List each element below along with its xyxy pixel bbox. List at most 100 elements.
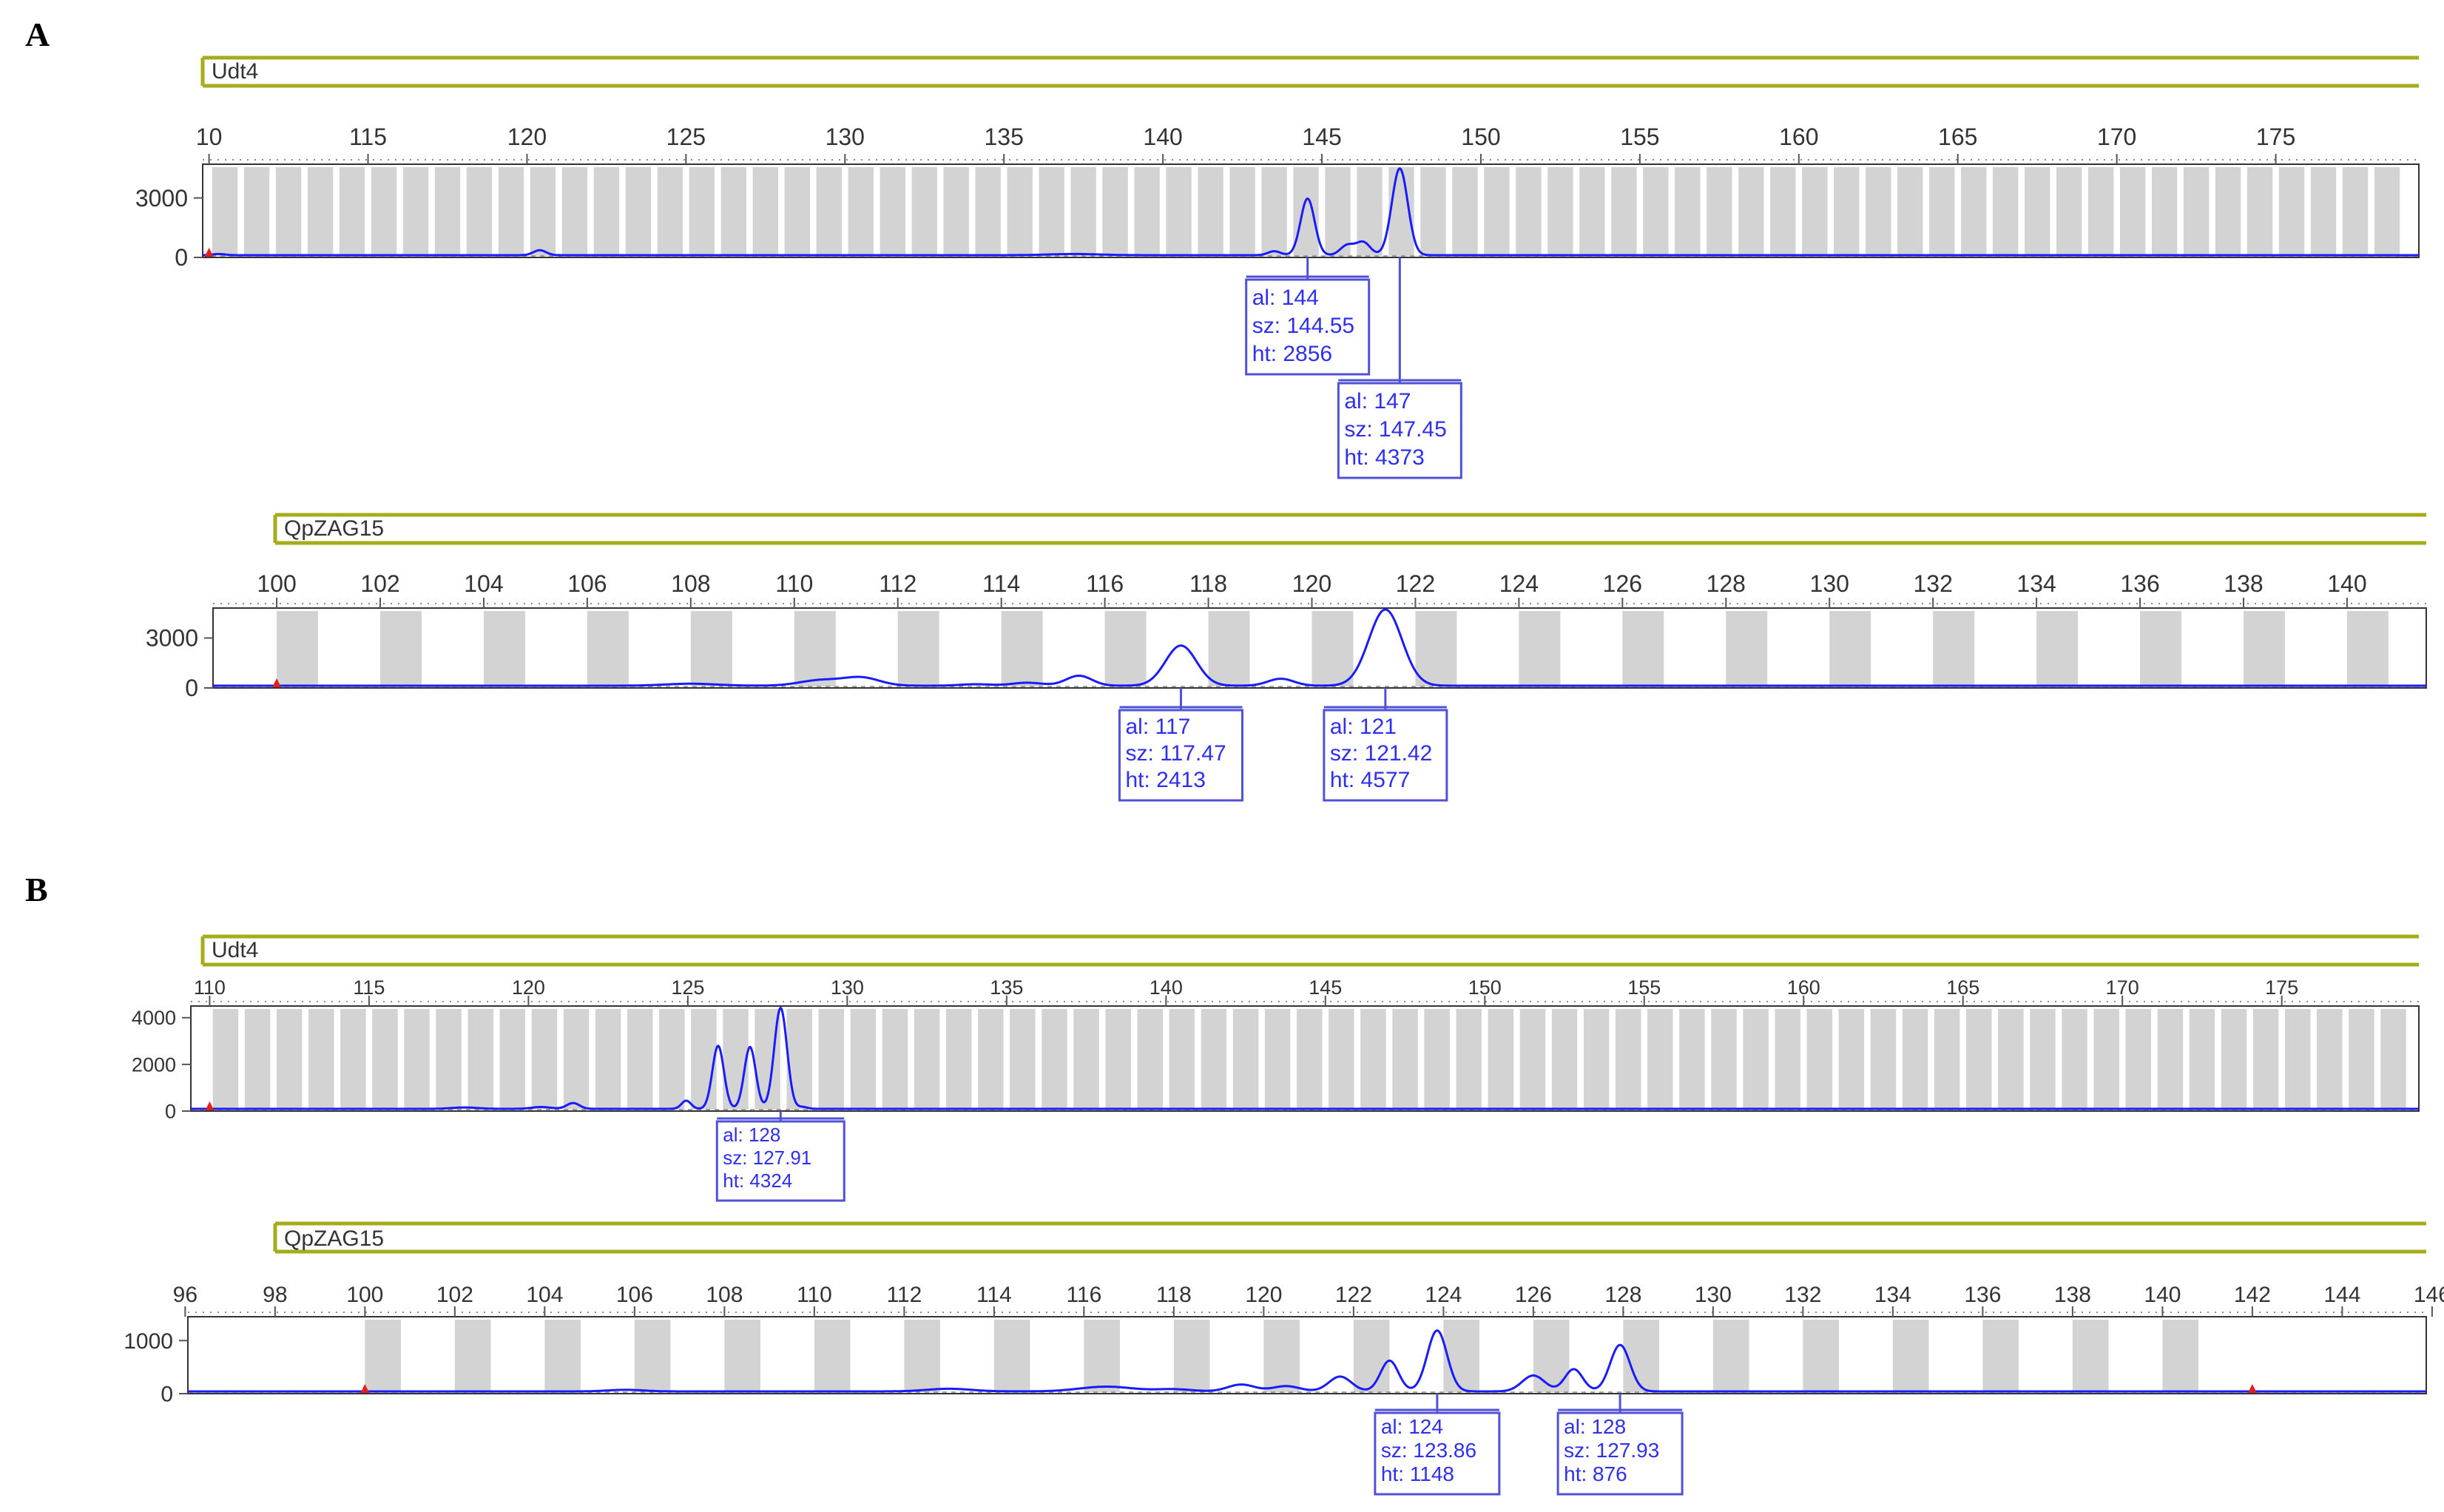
allele-bin	[1484, 167, 1510, 256]
signal-trace	[203, 167, 2419, 257]
allele-bin	[2140, 611, 2182, 686]
x-tick-label: 134	[1874, 1283, 1911, 1307]
x-tick-label: 142	[2234, 1283, 2271, 1307]
x-tick-label: 132	[1784, 1283, 1821, 1307]
allele-bin	[943, 167, 969, 256]
x-tick-label: 130	[1810, 570, 1849, 597]
allele-bin	[593, 167, 620, 256]
allele-bin	[434, 167, 461, 256]
allele-bin	[1679, 1009, 1705, 1110]
allele-bin	[1897, 167, 1923, 256]
allele-bin	[2346, 611, 2389, 686]
allele-label-box	[1118, 709, 1243, 802]
allele-bin	[1611, 167, 1637, 256]
allele-bin	[1929, 167, 1955, 256]
allele-bin	[1042, 1009, 1067, 1110]
x-tick-label: 102	[360, 570, 399, 597]
y-tick-label: 4000	[132, 1007, 176, 1029]
y-tick-label: 2000	[132, 1053, 176, 1076]
x-tick-label: 122	[1396, 570, 1435, 597]
allele-bin	[818, 1009, 845, 1110]
allele-bin	[1982, 1320, 2019, 1392]
allele-bin	[2342, 167, 2369, 256]
allele-bin	[2036, 611, 2079, 686]
allele-bin	[1519, 1009, 1546, 1110]
allele-bin	[1726, 611, 1768, 686]
allele-bin	[563, 1009, 590, 1110]
allele-bin	[1456, 1009, 1482, 1110]
x-tick-label: 124	[1425, 1283, 1462, 1307]
x-tick-label: 138	[2224, 570, 2263, 597]
marker-name: QpZAG15	[284, 516, 384, 541]
allele-bin	[816, 167, 842, 256]
allele-bin	[2056, 167, 2082, 256]
allele-bin	[1623, 1320, 1659, 1392]
allele-bin	[1579, 167, 1605, 256]
x-tick-label: 170	[2106, 976, 2139, 999]
allele-bin	[277, 611, 319, 686]
allele-bin	[1420, 167, 1446, 256]
x-tick-label: 134	[2016, 570, 2056, 597]
allele-bin	[2062, 1009, 2087, 1110]
allele-bin	[691, 1009, 717, 1110]
x-tick-label: 112	[879, 570, 916, 597]
x-tick-label: 138	[2054, 1283, 2091, 1307]
allele-label-box	[1556, 1411, 1684, 1496]
allele-bin	[2072, 1320, 2109, 1392]
allele-bin	[2349, 1009, 2374, 1110]
allele-bin	[1966, 1009, 1992, 1110]
allele-bin	[1392, 1009, 1418, 1110]
allele-bin	[897, 611, 939, 686]
allele-bin	[544, 1320, 581, 1392]
signal-trace	[191, 1006, 2419, 1110]
allele-bin	[689, 167, 715, 256]
y-tick-label: 0	[165, 1100, 176, 1122]
allele-bin	[993, 1320, 1030, 1392]
x-tick-label: 146	[2414, 1283, 2444, 1307]
allele-bin	[634, 1320, 671, 1392]
x-tick-label: 140	[2327, 570, 2366, 597]
allele-bin	[1073, 1009, 1099, 1110]
allele-bin	[454, 1320, 491, 1392]
x-tick-label: 104	[464, 570, 503, 597]
allele-bin	[498, 167, 524, 256]
plot-frame	[190, 1005, 2420, 1112]
x-tick-label: 100	[346, 1283, 383, 1307]
x-tick-label: 110	[775, 570, 813, 597]
allele-bin	[1134, 167, 1160, 256]
allele-bin	[1360, 1009, 1386, 1110]
panel-label-b: B	[25, 871, 48, 908]
allele-bin	[1104, 611, 1147, 686]
allele-bin	[690, 611, 732, 686]
x-tick-label: 132	[1913, 570, 1952, 597]
allele-bin	[1902, 1009, 1928, 1110]
signal-trace	[188, 1329, 2426, 1393]
allele-bin	[275, 167, 302, 256]
allele-bin	[1622, 611, 1664, 686]
x-tick-label: 116	[1086, 570, 1124, 597]
allele-bin	[1993, 167, 2019, 256]
x-tick-label: 155	[1620, 124, 1659, 150]
allele-label-ht: ht: 1148	[1381, 1462, 1454, 1485]
allele-bin	[2252, 1009, 2279, 1110]
allele-bin	[1934, 1009, 1960, 1110]
plot-frame	[202, 163, 2420, 258]
x-tick-label: 114	[976, 1283, 1012, 1307]
allele-bin	[2183, 167, 2210, 256]
x-tick-label: 100	[257, 570, 296, 597]
allele-bin	[720, 167, 747, 256]
allele-bin	[2157, 1009, 2184, 1110]
x-tick-label: 175	[2265, 976, 2298, 999]
allele-bin	[531, 1009, 558, 1110]
allele-bin	[2278, 167, 2305, 256]
allele-bin	[339, 167, 365, 256]
allele-bin	[752, 167, 779, 256]
allele-bin	[402, 167, 429, 256]
allele-bin	[1712, 1320, 1749, 1392]
x-tick-label: 130	[1695, 1283, 1732, 1307]
allele-bin	[2024, 167, 2050, 256]
allele-bin	[1519, 611, 1561, 686]
allele-bin	[467, 1009, 493, 1110]
x-tick-label: 10	[196, 124, 223, 150]
